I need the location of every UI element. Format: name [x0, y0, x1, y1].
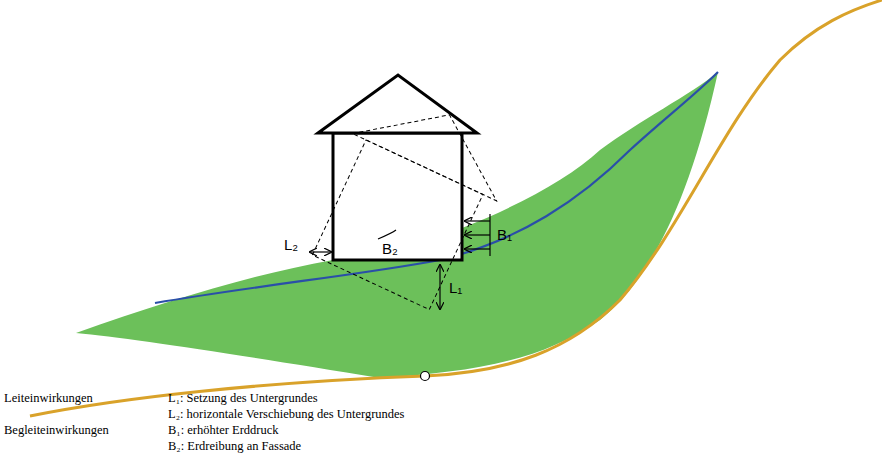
pivot-point: [421, 372, 430, 381]
legend-entry: B₂: Erdreibung an Fassade: [168, 439, 301, 453]
legend-heading: Begleiteinwirkungen: [4, 423, 109, 437]
friction-mark: [378, 230, 396, 239]
displaced-house: [299, 81, 521, 316]
callout-label: B₂: [382, 240, 398, 257]
earth-pressure-arrows: [465, 214, 490, 256]
ground-line: [30, 0, 882, 416]
legend-entry: L₂: horizontale Verschiebung des Untergr…: [168, 407, 404, 421]
slip-surface: [155, 72, 718, 303]
settlement-arrow: [439, 265, 440, 309]
legend-heading: Leiteinwirkungen: [4, 391, 93, 405]
shift-arrow: [310, 251, 331, 252]
callout-label: B₁: [497, 226, 512, 243]
legend-entry: L₁: Setzung des Untergrundes: [168, 391, 318, 405]
legend-entry: B₁: erhöhter Erddruck: [168, 423, 279, 437]
slide-mass: [76, 72, 718, 378]
house: [318, 75, 477, 260]
callout-label: L₁: [449, 279, 462, 296]
callout-label: L₂: [284, 236, 298, 253]
